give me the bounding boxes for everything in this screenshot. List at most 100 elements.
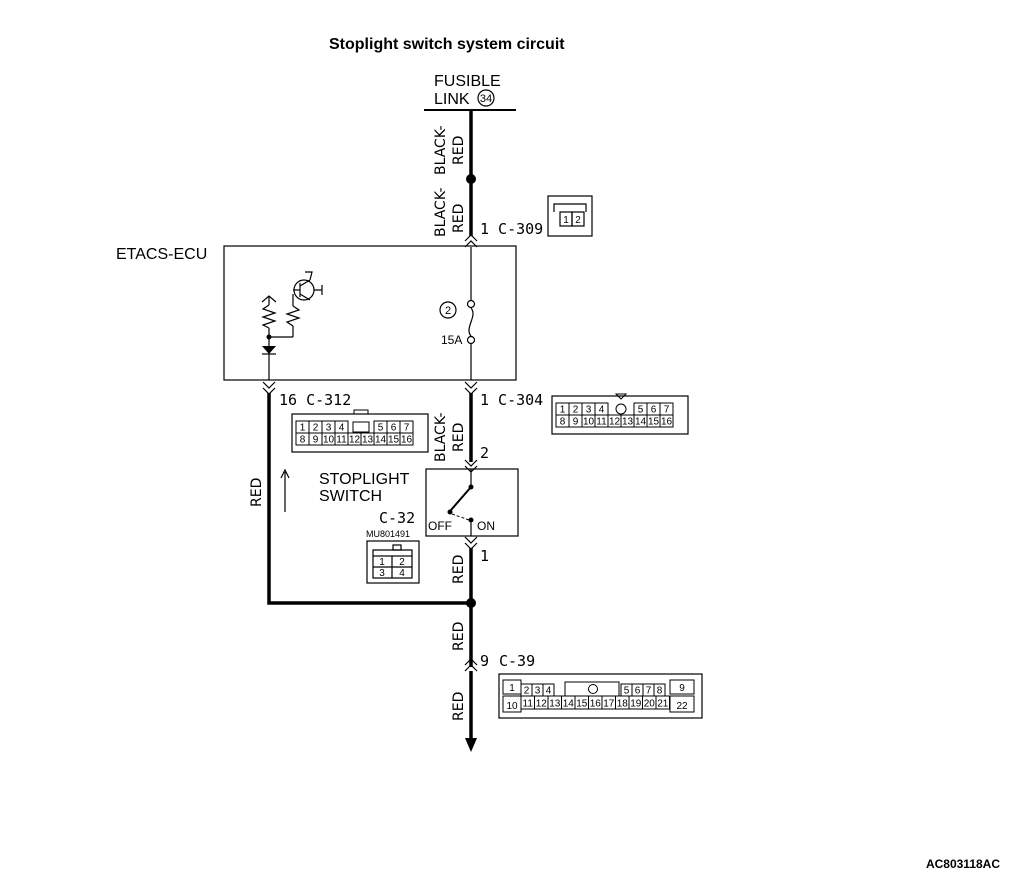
pin-label: 13 — [549, 699, 561, 710]
pin-label: 15 — [388, 435, 400, 446]
c312-label: 16 C-312 — [279, 391, 351, 409]
pin-label: 13 — [622, 417, 634, 428]
pin-label: 3 — [586, 405, 592, 416]
ecu-box — [223, 245, 517, 381]
pin-label: 14 — [635, 417, 647, 428]
switch-label-line2: SWITCH — [319, 488, 382, 505]
wire-label-switch-out: RED — [451, 555, 467, 584]
stoplight-switch-box — [425, 468, 519, 537]
c309-label: 1 C-309 — [480, 220, 543, 238]
pin-label: 12 — [349, 435, 361, 446]
svg-text:BLACK-: BLACK- — [433, 412, 449, 462]
svg-text:4: 4 — [399, 568, 405, 579]
svg-text:2: 2 — [399, 557, 405, 568]
diagram-title: Stoplight switch system circuit — [329, 36, 565, 53]
svg-text:BLACK-: BLACK- — [433, 125, 449, 175]
wire-bottom-arrow — [465, 738, 477, 752]
pin-label: 16 — [590, 699, 602, 710]
pin-label: 4 — [599, 405, 605, 416]
pin-label: 7 — [646, 686, 652, 697]
switch-label-line1: STOPLIGHT — [319, 471, 410, 488]
svg-text:1: 1 — [563, 215, 569, 226]
connector-mark-c312 — [262, 381, 276, 395]
wire-label-return: RED — [249, 478, 265, 507]
fuse-number-badge: 2 — [439, 301, 457, 319]
pin-label: 3 — [326, 423, 332, 434]
fuse-rating: 15A — [441, 333, 462, 347]
fusible-link-label-line2: LINK — [434, 91, 470, 108]
fusible-link: FUSIBLE LINK 34 — [424, 73, 516, 111]
connector-mark-c39 — [464, 658, 478, 672]
pin-label: 12 — [536, 699, 548, 710]
pin-label: 17 — [603, 699, 615, 710]
pin-label: 11 — [596, 417, 607, 428]
connector-mark-switch-bottom — [464, 536, 478, 550]
pin-label: 8 — [560, 417, 566, 428]
pin-label: 7 — [404, 423, 410, 434]
pin-label: 10 — [583, 417, 595, 428]
pin-label: 14 — [563, 699, 575, 710]
wire-label-top-upper: BLACK- RED — [433, 125, 467, 175]
svg-text:3: 3 — [379, 568, 385, 579]
splice-top — [466, 174, 476, 184]
svg-text:1: 1 — [379, 557, 385, 568]
pin-label: 5 — [378, 423, 384, 434]
switch-on-label: ON — [477, 519, 495, 533]
pin-label: 2 — [313, 423, 319, 434]
wire-return — [267, 393, 471, 605]
pin-label: 16 — [401, 435, 413, 446]
svg-text:BLACK-: BLACK- — [433, 187, 449, 237]
pin-label: 18 — [617, 699, 629, 710]
svg-text:RED: RED — [451, 136, 467, 165]
c32-part-number: MU801491 — [366, 529, 410, 539]
connector-mark-c309 — [464, 234, 478, 248]
wire-label-lower2: RED — [451, 692, 467, 721]
wire-label-top-lower: BLACK- RED — [433, 187, 467, 237]
fusible-link-label-line1: FUSIBLE — [434, 73, 501, 90]
svg-text:RED: RED — [451, 204, 467, 233]
c309-connector-icon: 1 2 — [547, 195, 593, 237]
pin-label: 7 — [664, 405, 670, 416]
pin-label: 6 — [651, 405, 657, 416]
fusible-link-number-circle — [477, 89, 495, 107]
switch-off-label: OFF — [428, 519, 452, 533]
pin-label: 15 — [648, 417, 660, 428]
pin-label: 6 — [391, 423, 397, 434]
svg-text:RED: RED — [451, 423, 467, 452]
ecu-name: ETACS-ECU — [116, 246, 207, 263]
pin-label: 10 — [323, 435, 335, 446]
pin-label: 10 — [506, 701, 518, 712]
svg-text:2: 2 — [575, 215, 581, 226]
pin-label: 19 — [630, 699, 642, 710]
ecu-fuse-path — [466, 247, 476, 380]
pin-label: 16 — [661, 417, 673, 428]
pin-label: 9 — [679, 683, 685, 694]
switch-pin-top: 2 — [480, 444, 489, 462]
connector-mark-c304 — [464, 381, 478, 395]
pin-label: 5 — [638, 405, 644, 416]
pin-label: 22 — [676, 701, 688, 712]
pin-label: 20 — [644, 699, 656, 710]
pin-label: 12 — [609, 417, 621, 428]
wire-label-lower1: RED — [451, 622, 467, 651]
c32-connector-icon: 1 2 3 4 — [366, 540, 420, 584]
svg-text:2: 2 — [445, 305, 451, 317]
c39-label: C-39 — [499, 652, 535, 670]
current-direction-arrow — [280, 468, 290, 512]
pin-label: 5 — [624, 686, 630, 697]
pin-label: 3 — [535, 686, 541, 697]
splice-bottom — [466, 598, 476, 608]
pin-label: 9 — [313, 435, 319, 446]
pin-label: 13 — [362, 435, 374, 446]
pin-label: 4 — [546, 686, 552, 697]
figure-code: AC803118AC — [926, 857, 1000, 871]
pin-label: 15 — [576, 699, 588, 710]
pin-label: 1 — [509, 683, 515, 694]
pin-label: 11 — [336, 435, 347, 446]
wire-label-mid: BLACK- RED — [433, 412, 467, 462]
switch-pin-bottom: 1 — [480, 547, 489, 565]
